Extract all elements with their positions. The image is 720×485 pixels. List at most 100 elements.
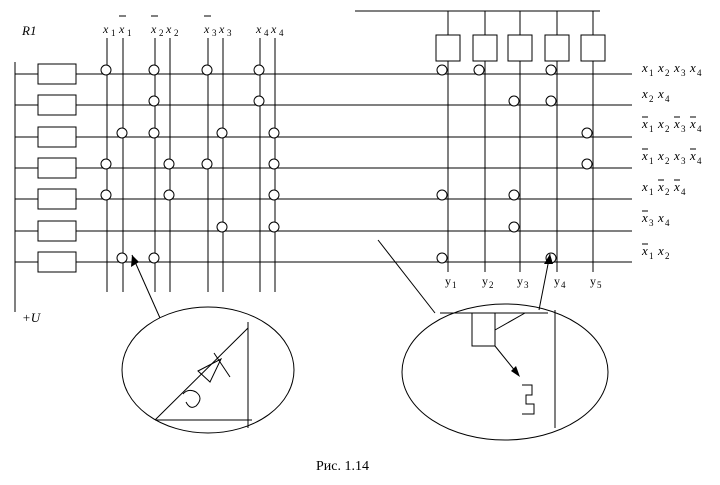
term-subscript: 2 [665,187,670,197]
term-variable: x [657,243,664,258]
transistor-emitter-arrow [511,366,520,377]
input-label-subscript: 2 [174,28,179,38]
transistor-body [471,313,496,347]
input-label: x [102,22,109,36]
resistor-blocks [37,34,606,273]
transistor-pointer-line-left [377,239,436,314]
input-label-subscript: 3 [212,28,217,38]
resistor-box [37,126,77,148]
term-variable: x [641,148,648,163]
term-subscript: 4 [665,94,670,104]
connection-node [253,64,265,76]
connection-node [148,95,160,107]
input-label: x [150,22,157,36]
connection-node [545,95,557,107]
connection-node [100,189,112,201]
output-label-subscript: 5 [597,280,602,290]
term-subscript: 4 [697,68,702,78]
resistor-box [37,220,77,242]
input-label: x [270,22,277,36]
output-resistor-box [435,34,461,62]
term-subscript: 1 [649,124,654,134]
connection-node [581,158,593,170]
output-resistor-box [472,34,498,62]
connection-node [216,127,228,139]
diode-pointer-arrow [131,255,139,267]
input-label-subscript: 3 [227,28,232,38]
term-subscript: 2 [665,156,670,166]
connection-node [116,252,128,264]
resistor-box [37,251,77,273]
output-label-subscript: 1 [452,280,457,290]
connection-node [436,64,448,76]
connection-node [100,64,112,76]
term-subscript: 4 [665,218,670,228]
connection-node [253,95,265,107]
term-subscript: 2 [665,68,670,78]
diode-bump [182,389,201,408]
r1-label: R1 [21,23,36,38]
connection-node [508,95,520,107]
connection-node [473,64,485,76]
input-label: x [203,22,210,36]
term-subscript: 3 [681,68,686,78]
connection-node [116,127,128,139]
transistor-pointer-arrow [544,254,553,264]
connection-node [148,252,160,264]
diode-pointer-line [131,254,161,319]
term-subscript: 4 [697,156,702,166]
connection-node [436,252,448,264]
term-variable: x [641,210,648,225]
resistor-box [37,63,77,85]
input-label-subscript: 1 [127,28,132,38]
term-subscript: 1 [649,156,654,166]
term-variable: x [641,179,648,194]
input-label: x [255,22,262,36]
connection-node [268,221,280,233]
term-variable: x [673,148,680,163]
resistor-box [37,94,77,116]
term-subscript: 3 [649,218,654,228]
diode-triangle [197,357,223,383]
connection-node [163,158,175,170]
output-resistor-box [580,34,606,62]
connection-node [268,158,280,170]
input-label-subscript: 4 [264,28,269,38]
term-subscript: 4 [681,187,686,197]
input-label-subscript: 4 [279,28,284,38]
term-subscript: 2 [649,94,654,104]
term-variable: x [689,60,696,75]
transistor-lead [522,384,535,415]
term-variable: x [673,179,680,194]
term-variable: x [657,148,664,163]
connection-node [216,221,228,233]
connection-node [508,189,520,201]
connection-node [508,221,520,233]
term-variable: x [657,179,664,194]
connection-node [581,127,593,139]
connection-node [148,64,160,76]
term-variable: x [641,60,648,75]
diode-detail-circle [121,306,295,434]
connection-node [268,189,280,201]
connection-nodes [100,64,593,264]
term-subscript: 1 [649,187,654,197]
output-label: y [445,274,451,288]
output-label: y [554,274,560,288]
input-label: x [165,22,172,36]
resistor-box [37,188,77,210]
term-subscript: 4 [697,124,702,134]
term-subscript: 2 [665,251,670,261]
output-label: y [590,274,596,288]
output-label-subscript: 3 [524,280,529,290]
input-label: x [218,22,225,36]
connection-node [163,189,175,201]
input-label: x [118,22,125,36]
transistor-detail-circle [401,303,609,441]
term-variable: x [689,116,696,131]
term-variable: x [657,86,664,101]
term-variable: x [673,60,680,75]
